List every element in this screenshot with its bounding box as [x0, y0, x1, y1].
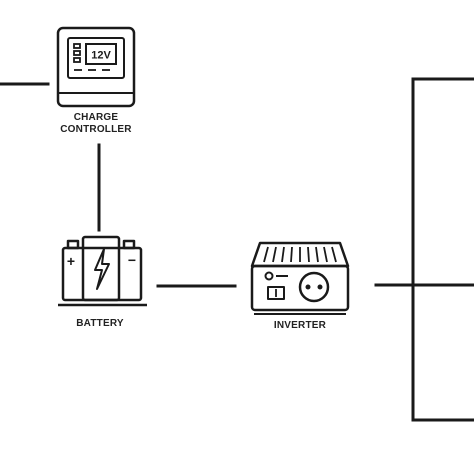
wires — [0, 77, 474, 422]
inverter-outlet-pin-left — [305, 284, 311, 290]
battery-bolt-icon — [94, 248, 110, 290]
controller-screen-text: 12V — [91, 50, 111, 62]
charge-controller-icon — [56, 26, 136, 108]
inverter-label: INVERTER — [273, 320, 327, 331]
battery-inner-panel — [81, 235, 121, 302]
controller-display-screen — [85, 43, 117, 65]
output-bus-bracket — [411, 77, 474, 422]
inverter-outlet-pin-right — [317, 284, 323, 290]
controller-display-bezel — [67, 37, 125, 79]
charge-controller-label-line1: CHARGE — [73, 112, 119, 123]
battery-label: BATTERY — [76, 318, 124, 329]
inverter-body — [250, 264, 350, 312]
charge-controller-label: CHARGE CONTROLLER — [46, 112, 146, 136]
charge-controller-label-line2: CONTROLLER — [60, 124, 132, 135]
battery-icon — [58, 235, 147, 307]
battery-negative-symbol: − — [128, 252, 136, 268]
inverter-outlet-icon — [298, 271, 330, 303]
controller-buttons — [73, 43, 110, 71]
inverter-icon — [250, 241, 350, 315]
inverter-power-switch — [267, 286, 285, 300]
inverter-led — [264, 271, 274, 281]
controller-body — [56, 26, 136, 108]
inverter-fins — [263, 246, 337, 263]
battery-positive-symbol: + — [67, 253, 75, 269]
